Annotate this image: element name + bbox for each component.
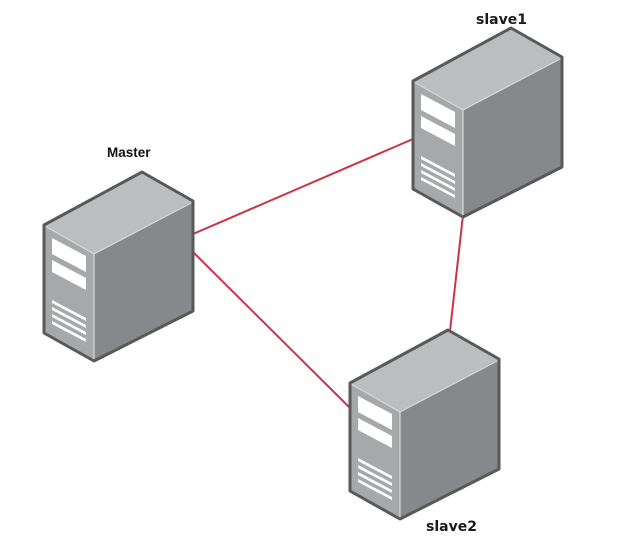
server-icon (348, 328, 501, 521)
server-top-face (350, 330, 499, 412)
server-top-face (413, 28, 562, 110)
server-drive-bay (52, 260, 86, 290)
server-drive-bay (421, 116, 455, 146)
link-master-slave2 (192, 251, 352, 410)
node-label-slave1: slave1 (476, 12, 527, 28)
server-node-slave2[interactable]: slave2 (348, 328, 501, 535)
server-outline (411, 26, 564, 219)
server-vent-line (52, 321, 86, 342)
server-node-master[interactable]: Master (42, 145, 195, 363)
link-master-slave1 (192, 138, 414, 235)
server-outline (348, 328, 501, 521)
server-drive-bay (421, 94, 455, 128)
server-drive-bay (52, 238, 86, 272)
link-slave1-slave2 (449, 214, 464, 332)
server-vent-line (52, 300, 86, 321)
server-vent-line (421, 170, 455, 191)
server-drive-bay (358, 396, 392, 430)
server-vent-line (358, 479, 392, 500)
links-layer (192, 138, 464, 410)
server-outline (42, 170, 195, 363)
server-icon (42, 170, 195, 363)
server-vent-line (421, 163, 455, 184)
node-label-master: Master (107, 145, 151, 160)
server-vent-line (358, 465, 392, 486)
server-icon (411, 26, 564, 219)
server-vent-line (421, 177, 455, 198)
server-vent-line (358, 472, 392, 493)
server-top-face (44, 172, 193, 254)
server-drive-bay (358, 418, 392, 448)
server-vent-line (52, 314, 86, 335)
server-vent-line (358, 458, 392, 479)
node-label-slave2: slave2 (426, 519, 477, 535)
server-vent-line (52, 307, 86, 328)
server-vent-line (421, 156, 455, 177)
server-node-slave1[interactable]: slave1 (411, 12, 564, 219)
